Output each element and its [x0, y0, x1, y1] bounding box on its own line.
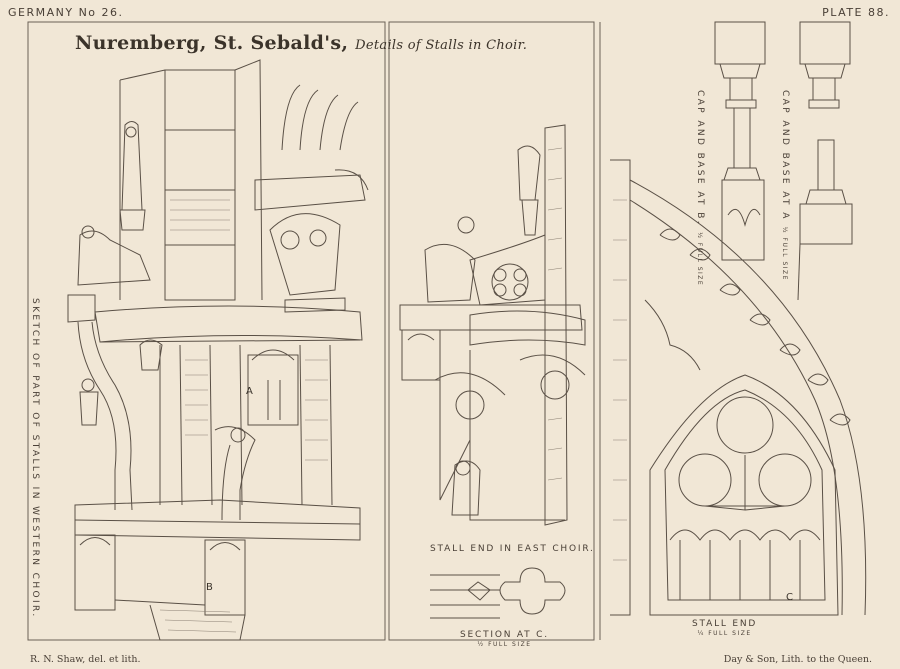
- east-stall-end: [399, 124, 586, 619]
- caption-section-scale: ½ FULL SIZE: [477, 641, 532, 648]
- caption-stall-end-text: STALL END: [692, 619, 758, 629]
- plate-series: GERMANY No 26.: [8, 6, 124, 19]
- caption-cap-base-b-text: CAP AND BASE AT B.: [695, 90, 705, 227]
- caption-cap-base-a: CAP AND BASE AT A ½ FULL SIZE: [780, 90, 790, 281]
- caption-section-text: SECTION AT C.: [460, 630, 549, 640]
- footer-printer: Day & Son, Lith. to the Queen.: [723, 654, 872, 665]
- plate-title: Nuremberg, St. Sebald's, Details of Stal…: [75, 32, 527, 54]
- western-stall-sketch: [67, 59, 369, 641]
- caption-stall-end-scale: ¼ FULL SIZE: [697, 630, 752, 637]
- caption-cap-base-b: CAP AND BASE AT B. ½ FULL SIZE: [695, 90, 705, 286]
- caption-western-sketch: SKETCH OF PART OF STALLS IN WESTERN CHOI…: [30, 298, 40, 619]
- footer-artist: R. N. Shaw, del. et lith.: [30, 654, 141, 665]
- caption-cap-base-a-text: CAP AND BASE AT A: [780, 90, 790, 221]
- mark-a: A: [246, 386, 253, 397]
- caption-cap-base-b-scale: ½ FULL SIZE: [696, 232, 703, 287]
- caption-cap-base-a-scale: ½ FULL SIZE: [781, 226, 788, 281]
- stall-end-arch: [610, 159, 867, 616]
- caption-stall-end: STALL END ¼ FULL SIZE: [692, 619, 757, 637]
- cap-base-columns: [714, 21, 853, 301]
- plate-number: PLATE 88.: [822, 6, 890, 19]
- title-sub: Details of Stalls in Choir.: [355, 38, 528, 53]
- title-main: Nuremberg, St. Sebald's,: [75, 32, 349, 54]
- mark-b: B: [206, 582, 213, 593]
- caption-section: SECTION AT C. ½ FULL SIZE: [460, 630, 549, 648]
- section-diagram: [430, 567, 566, 619]
- mark-c: C: [786, 592, 793, 603]
- caption-stall-end-east: STALL END IN EAST CHOIR.: [430, 544, 595, 554]
